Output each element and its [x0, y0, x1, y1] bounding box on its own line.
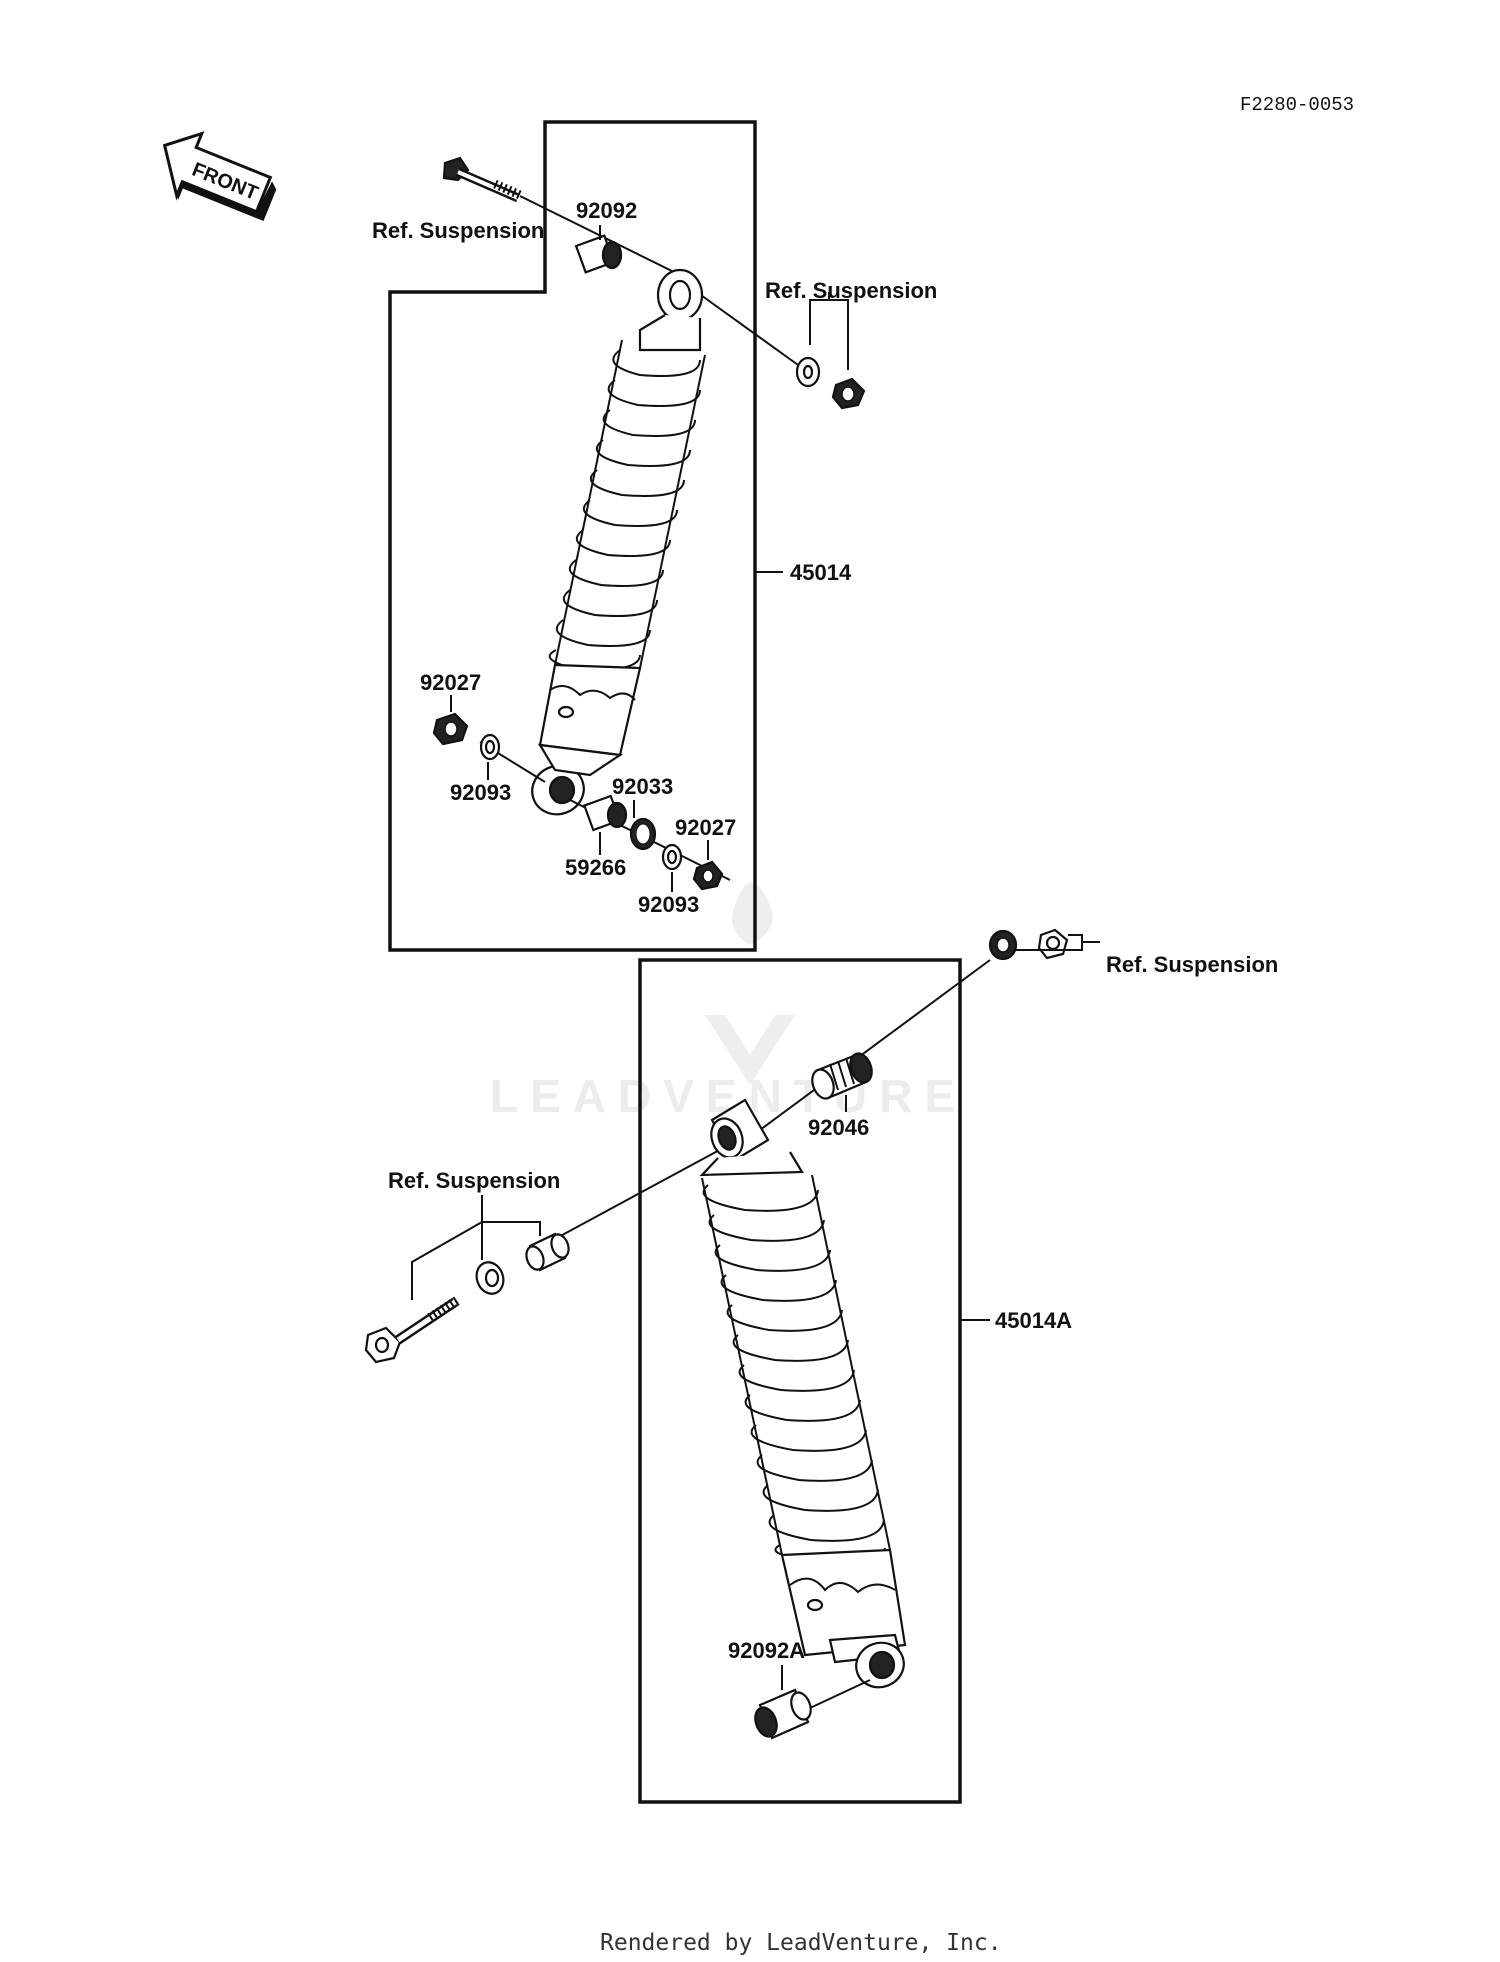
top-shock-spring: [549, 339, 706, 672]
washer-92093-left-icon: [479, 733, 501, 761]
nut-ref-mid-right-icon: [1037, 928, 1069, 960]
top-shock-absorber-icon: [531, 268, 706, 816]
watermark-logo-icon: [705, 1015, 795, 1085]
label-92093-left: 92093: [450, 780, 511, 805]
label-92092A: 92092A: [728, 1638, 805, 1663]
front-arrow-icon: FRONT: [162, 131, 277, 222]
top-bolt-icon: [442, 156, 522, 203]
label-45014: 45014: [790, 560, 852, 585]
label-92046: 92046: [808, 1115, 869, 1140]
bushing-59266-icon: [582, 794, 628, 832]
nut-ref-top-right-icon: [831, 377, 866, 410]
washer-ref-bottom-left-icon: [475, 1261, 505, 1295]
footer-credit: Rendered by LeadVenture, Inc.: [600, 1930, 1002, 1956]
label-92027-left: 92027: [420, 670, 481, 695]
label-45014A: 45014A: [995, 1308, 1072, 1333]
drawing-code: F2280-0053: [1240, 94, 1354, 116]
label-ref-suspension-mid-right: Ref. Suspension: [1106, 952, 1278, 977]
watermark: LEADVENTURE: [490, 882, 955, 1122]
nut-92027-right-icon: [692, 860, 724, 891]
top-assembly-frame: [388, 120, 757, 952]
watermark-flame-icon: [732, 882, 773, 945]
spacer-ref-bottom-left-icon: [525, 1232, 570, 1272]
bushing-92092-icon: [574, 234, 623, 274]
label-92092: 92092: [576, 198, 637, 223]
label-92033: 92033: [612, 774, 673, 799]
bottom-shock-spring: [701, 1174, 891, 1562]
washer-ref-mid-right-icon: [988, 929, 1018, 961]
label-59266: 59266: [565, 855, 626, 880]
bottom-shock-absorber-icon: [699, 1098, 907, 1689]
bushing-92092A-icon: [754, 1688, 812, 1740]
label-ref-suspension-top-right: Ref. Suspension: [765, 278, 937, 303]
ring-92033-icon: [629, 817, 657, 851]
label-ref-suspension-top-left: Ref. Suspension: [372, 218, 544, 243]
label-92093-right: 92093: [638, 892, 699, 917]
bottom-assembly-frame: [638, 958, 962, 1804]
label-92027-right: 92027: [675, 815, 736, 840]
nut-92027-left-icon: [432, 712, 469, 746]
washer-ref-top-right-icon: [795, 356, 821, 388]
bottom-bolt-icon: [364, 1295, 461, 1364]
label-ref-suspension-bottom-left: Ref. Suspension: [388, 1168, 560, 1193]
washer-92093-right-icon: [661, 843, 683, 871]
spacer-92046-icon: [811, 1052, 873, 1100]
